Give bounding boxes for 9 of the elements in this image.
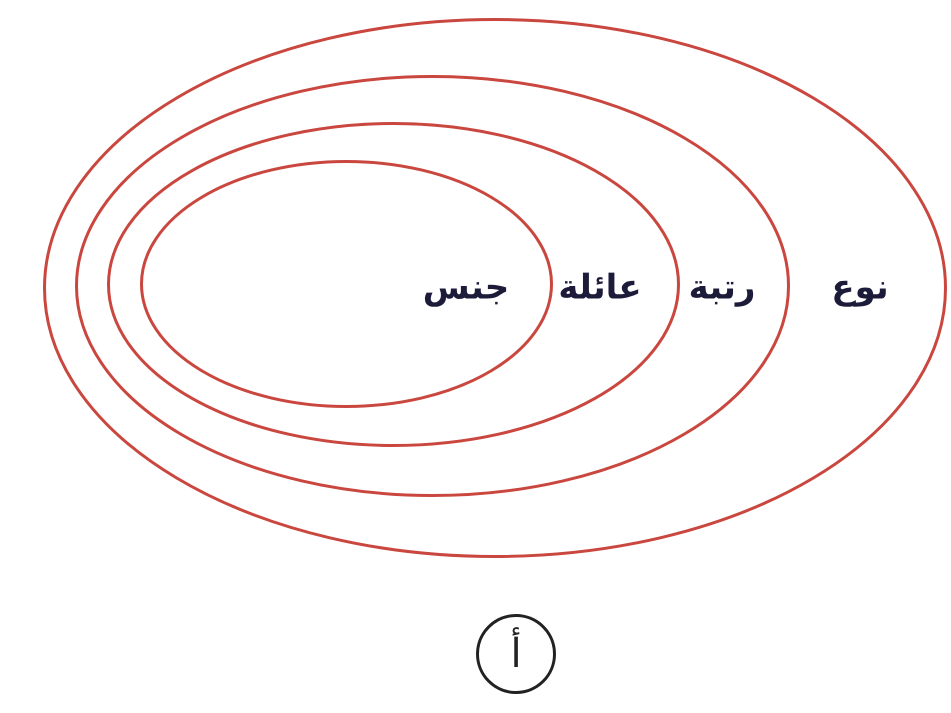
circled-label xyxy=(476,614,556,694)
rank-label: عائلة xyxy=(558,268,642,308)
rank-label: نوع xyxy=(831,268,889,308)
rank-label: جنس xyxy=(422,268,510,308)
set-ellipse xyxy=(43,18,947,558)
set-ellipse xyxy=(75,75,790,497)
set-ellipse xyxy=(107,122,680,447)
set-ellipse xyxy=(140,160,553,408)
rank-label: رتبة xyxy=(688,268,756,308)
